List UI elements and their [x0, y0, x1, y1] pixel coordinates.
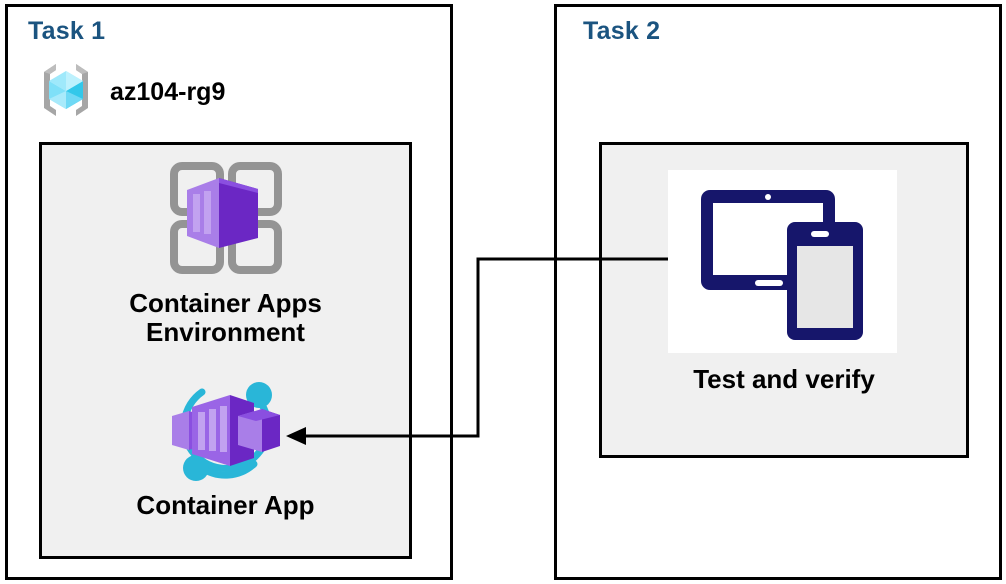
resource-group-header: az104-rg9	[34, 58, 225, 127]
node-label-test-and-verify: Test and verify	[693, 364, 875, 394]
resource-group-icon	[34, 58, 98, 127]
container-app-icon	[59, 378, 392, 487]
node-label-container-apps-environment: Container Apps Environment	[129, 288, 322, 348]
task-1-title: Task 1	[28, 17, 106, 45]
task-2-title: Task 2	[583, 17, 661, 45]
resource-group-name: az104-rg9	[110, 78, 226, 106]
container-apps-environment-icon	[59, 160, 392, 283]
devices-tablet-phone-icon	[619, 170, 949, 351]
node-container-apps-environment: Container Apps Environment	[59, 160, 392, 347]
node-container-app: Container App	[59, 378, 392, 520]
node-label-container-app: Container App	[136, 490, 315, 520]
node-test-and-verify: Test and verify	[619, 170, 949, 394]
